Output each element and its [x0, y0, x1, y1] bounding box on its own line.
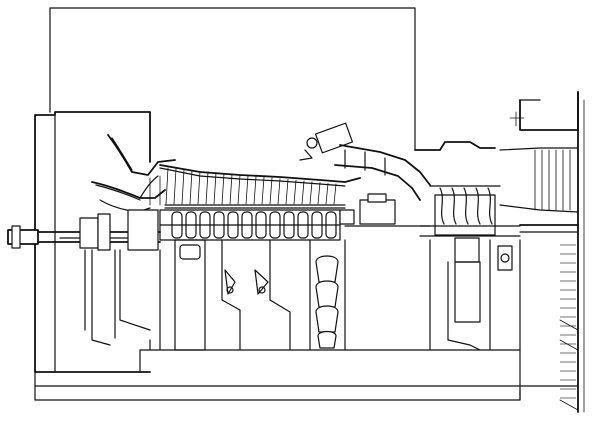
- stator-blade: [213, 172, 217, 205]
- output-shaft: [7, 209, 161, 346]
- exhaust-section: [499, 91, 585, 413]
- stator-blade: [261, 176, 265, 205]
- compressor-stator-blades: [159, 164, 361, 209]
- stator-blade: [325, 182, 329, 205]
- turbine-blade: [487, 187, 493, 225]
- stator-blade: [205, 171, 209, 205]
- compressor-rotor: [159, 209, 341, 241]
- stator-blade: [309, 181, 313, 205]
- stator-blade: [197, 170, 201, 205]
- outer-frame-line: [49, 7, 416, 151]
- stator-blade: [245, 175, 249, 205]
- stator-blade: [285, 179, 289, 205]
- stator-blade: [333, 183, 337, 205]
- stator-blade: [229, 173, 233, 205]
- stator-blade: [293, 179, 297, 205]
- turbine-blade: [451, 187, 457, 225]
- inlet-duct: [91, 134, 176, 213]
- stator-blade: [189, 169, 193, 205]
- stator-blade: [181, 169, 185, 205]
- turbine-blade: [463, 187, 469, 225]
- compressor-supports: [159, 239, 311, 351]
- turbine-blade: [439, 187, 445, 225]
- stator-blade: [269, 177, 273, 205]
- combustor: [299, 122, 431, 227]
- stator-blade: [253, 175, 257, 205]
- exhaust-cones: [315, 239, 346, 351]
- turbine-stages: [414, 141, 521, 351]
- turbine-blade: [475, 187, 481, 225]
- stator-blade: [277, 178, 281, 205]
- support-frame: [34, 111, 521, 401]
- stator-blade: [221, 172, 225, 205]
- stator-blade: [173, 168, 177, 205]
- stator-blade: [317, 182, 321, 205]
- stator-blade: [301, 180, 305, 205]
- stator-blade: [165, 167, 169, 205]
- foundation-base: [34, 371, 579, 411]
- stator-blade: [237, 174, 241, 205]
